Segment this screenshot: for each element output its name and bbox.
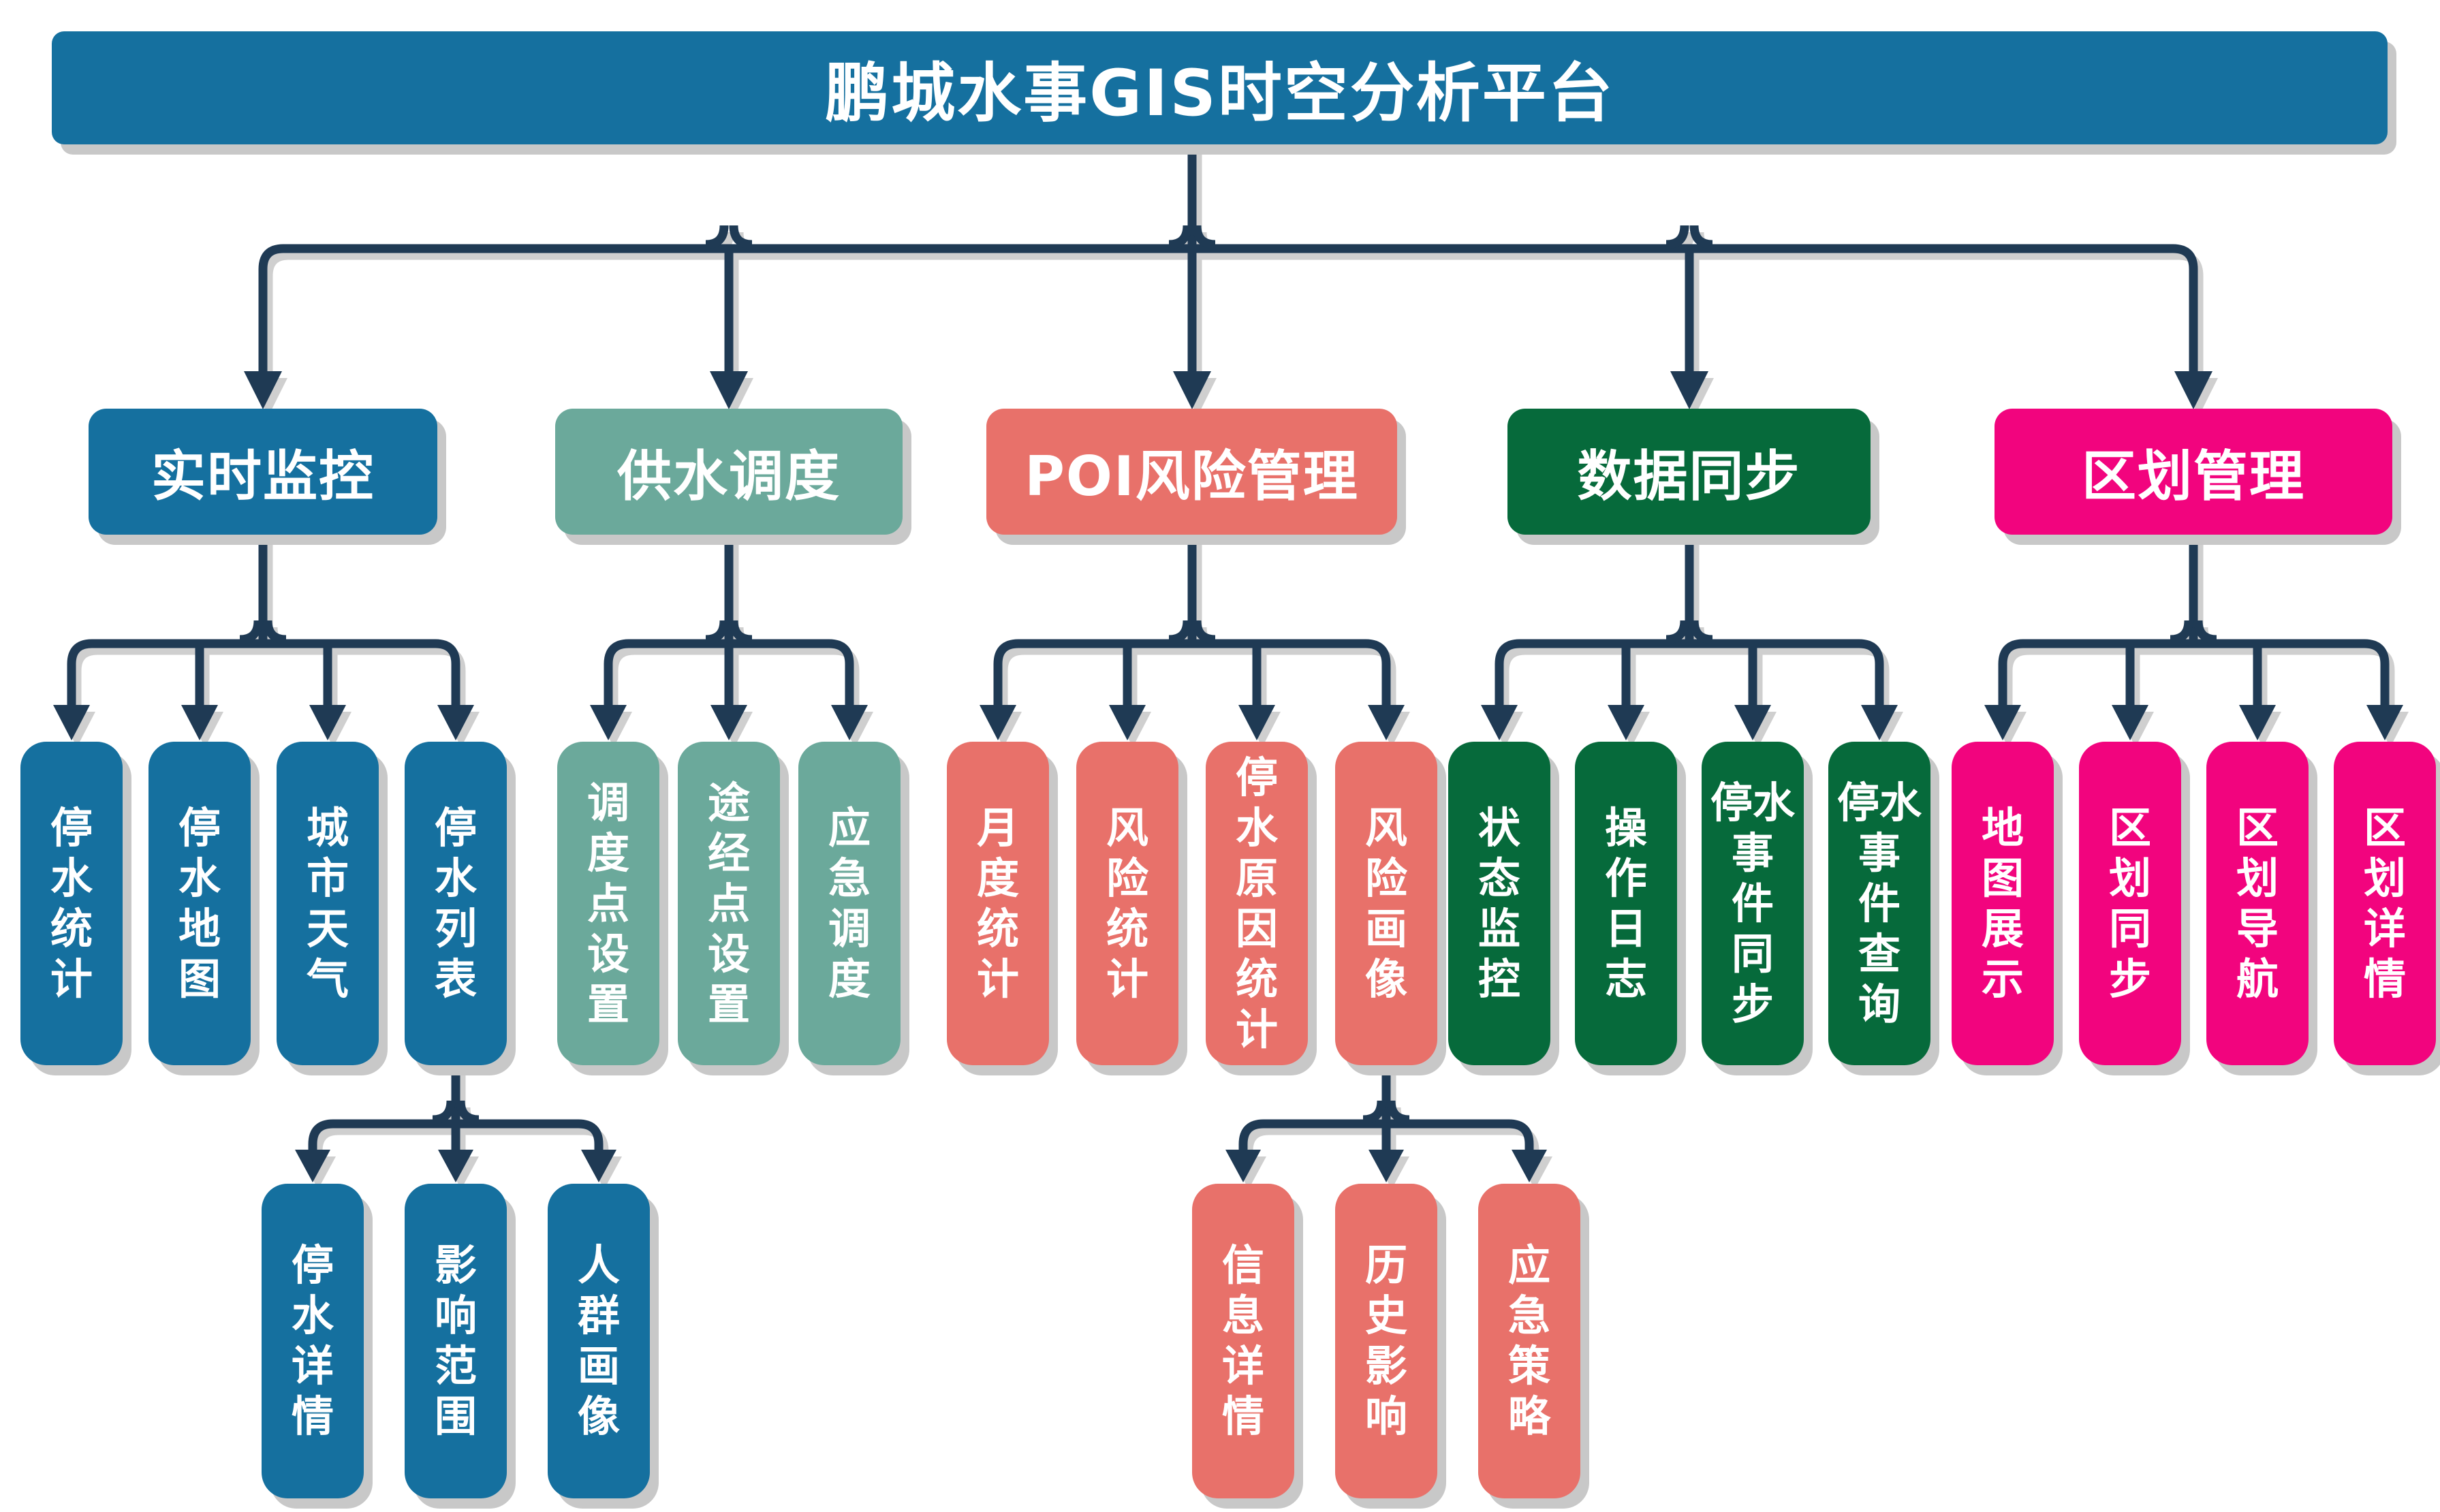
connector-b2-bar xyxy=(604,639,854,712)
node-district-detail: 区 划 详 情 xyxy=(2334,742,2436,1065)
node-crowd-portrait: 人 群 画 像 xyxy=(548,1184,650,1498)
node-outage-cause-stats: 停 水 原 因 统 计 xyxy=(1206,742,1308,1065)
branch-node-data-sync: 数据同步 xyxy=(1507,409,1871,535)
node-water-outage-list: 停 水 列 表 xyxy=(405,742,507,1065)
connector-b5-drops xyxy=(2125,644,2262,712)
node-district-sync: 区 划 同 步 xyxy=(2079,742,2181,1065)
connector-l1-drops xyxy=(724,249,1694,378)
node-water-outage-map: 停 水 地 图 xyxy=(148,742,251,1065)
connector-fillets xyxy=(239,225,2217,1124)
connector-g1-bar xyxy=(308,1119,604,1154)
connector-b4-bar xyxy=(1495,639,1884,712)
node-emergency-dispatch: 应 急 调 度 xyxy=(798,742,901,1065)
node-district-navigation: 区 划 导 航 xyxy=(2206,742,2309,1065)
node-operation-log: 操 作 日 志 xyxy=(1575,742,1677,1065)
node-outage-event-query: 停水 事 件 查 询 xyxy=(1828,742,1930,1065)
connector-l1-bar xyxy=(258,244,2198,378)
node-historical-impact: 历 史 影 响 xyxy=(1335,1184,1437,1498)
node-waypoint-setting: 途 经 点 设 置 xyxy=(678,742,780,1065)
node-risk-stats: 风 险 统 计 xyxy=(1076,742,1178,1065)
node-emergency-strategy: 应 急 策 略 xyxy=(1478,1184,1580,1498)
node-outage-detail: 停 水 详 情 xyxy=(262,1184,364,1498)
connector-b3-bar xyxy=(993,639,1391,712)
branch-node-district-management: 区划管理 xyxy=(1995,409,2392,535)
node-city-weather: 城 市 天 气 xyxy=(277,742,379,1065)
branch-node-realtime-monitoring: 实时监控 xyxy=(89,409,437,535)
arrowheads-level3 xyxy=(295,1150,1547,1182)
connector-b1-drops xyxy=(195,644,332,712)
branch-node-poi-risk-management: POI风险管理 xyxy=(986,409,1397,535)
node-info-detail: 信 息 详 情 xyxy=(1192,1184,1294,1498)
connector-b4-drops xyxy=(1621,644,1757,712)
connector-b3-drops xyxy=(1123,644,1262,712)
node-outage-event-sync: 停水 事 件 同 步 xyxy=(1702,742,1804,1065)
node-dispatch-point-setting: 调 度 点 设 置 xyxy=(557,742,659,1065)
node-water-outage-stats: 停 水 统 计 xyxy=(20,742,123,1065)
branch-node-water-supply-dispatch: 供水调度 xyxy=(555,409,903,535)
connector-g2-bar xyxy=(1238,1119,1534,1154)
connector-b5-bar xyxy=(1998,639,2390,712)
arrowheads-level1 xyxy=(244,371,2212,409)
node-risk-portrait: 风 险 画 像 xyxy=(1335,742,1437,1065)
node-impact-scope: 影 响 范 围 xyxy=(405,1184,507,1498)
node-status-monitoring: 状 态 监 控 xyxy=(1448,742,1550,1065)
connector-b1-bar xyxy=(67,639,460,712)
arrowheads-level2 xyxy=(53,705,2403,740)
root-node-platform: 鹏城水事GIS时空分析平台 xyxy=(52,31,2388,144)
node-monthly-stats: 月 度 统 计 xyxy=(947,742,1049,1065)
node-map-display: 地 图 展 示 xyxy=(1952,742,2054,1065)
